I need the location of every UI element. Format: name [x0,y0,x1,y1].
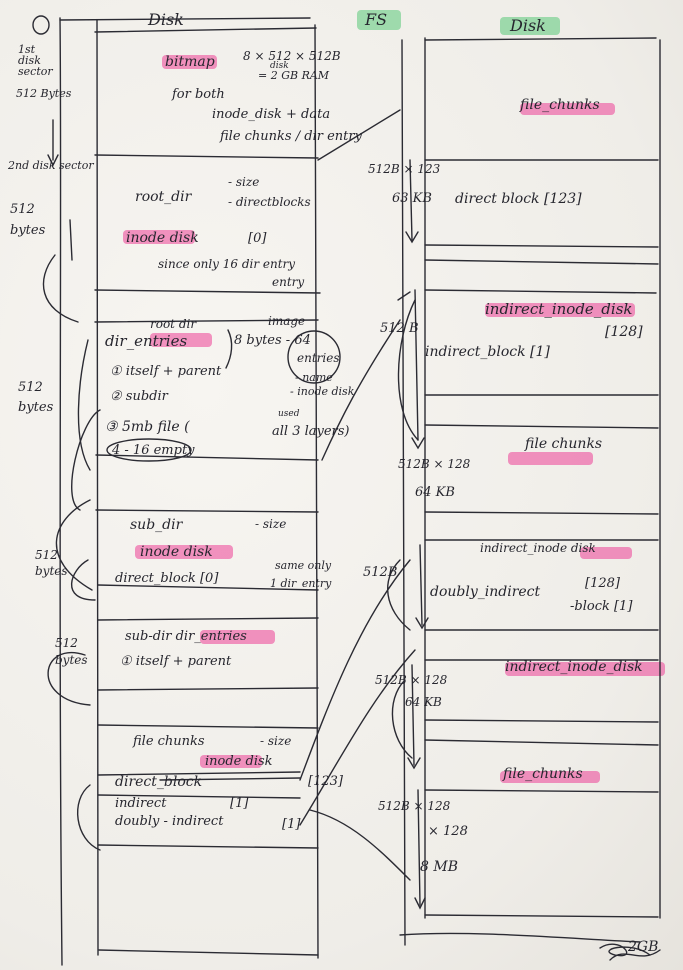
indirect-label: indirect [115,796,167,811]
file-chunks-label: file chunks [133,734,205,749]
disk-right-highlight [500,17,560,35]
direct-block-label: direct_block [115,774,203,790]
direct-block0: direct_block [0] [115,571,219,586]
r-calc2b: 64 KB [415,485,455,500]
header-disk-left: Disk [148,10,184,29]
size2-label: - size [255,517,287,531]
entry3-all: all 3 layers) [272,424,350,439]
r-indirect-block: indirect_block [1] [425,344,550,360]
bitmap-items2: file chunks / dir entry [220,129,362,144]
size3-label: - size [260,734,292,748]
bitmap-calc: 8 × 512 × 512B [243,49,341,63]
entry3: ③ 5mb file ( [105,419,190,435]
inode-disk3-highlight [200,755,262,768]
r-bytes512b: 512B [363,565,398,580]
sector1-label: 1st disk sector [18,43,53,78]
entry4: 4 - 16 empty [112,443,195,458]
r-file-chunks2: file chunks [525,436,603,452]
r-indirect-inode: indirect_inode_disk [485,300,633,318]
sector2-label: 2nd disk sector [8,159,94,172]
size1-label: - size [228,175,260,189]
subdir-entries: sub-dir dir_entries [125,629,247,644]
r-calc1b: 63 KB [392,191,432,206]
r-doubly: doubly_indirect [430,584,541,600]
entries-label: entries [297,351,340,365]
entry2-inode: - inode disk [290,385,355,398]
r-indirect-inode3: indirect_inode_disk [505,659,643,675]
file-chunks3-highlight [500,771,600,783]
header-fs: FS [365,10,388,29]
one-entry: 1 dir_entry [270,577,332,590]
entry1-name: - name [295,371,333,384]
r-indirect-inode2: indirect_inode disk [480,541,596,555]
entry-label: entry [272,275,305,289]
bytes512-b: 512 bytes [10,202,46,238]
indirect-inode2-highlight [580,547,632,559]
bitmap-highlight [162,55,217,69]
same-only: same only [275,559,332,572]
r-calc3b: 64 KB [405,695,442,709]
idx1b: [1] [282,817,301,832]
directblocks-label: - directblocks [228,195,311,209]
subdir-entry1: ① itself + parent [120,654,232,669]
rootdir-small: root dir [150,317,197,331]
subdir-entries-highlight [200,630,275,644]
bytes512-d: 512 bytes [35,548,68,578]
r-direct-block: direct block [123] [455,191,582,207]
idx123: [123] [308,774,343,789]
entries-calc: 8 bytes - 64 [234,333,311,348]
r-calc1: 512B × 123 [368,162,441,176]
bytes512-c: 512 bytes [18,380,54,415]
r-file-chunks3: file_chunks [503,766,583,782]
zero-idx: [0] [248,231,267,246]
r-calc4b: × 128 [428,824,468,839]
dir-entries-highlight [150,333,212,347]
r-block1: -block [1] [570,599,633,614]
doubly-label: doubly - indirect [115,814,224,829]
inode-disk3: inode disk [205,754,273,769]
r-bytes512: 512 B [380,321,419,336]
bytes512-e: 512 bytes [55,636,88,667]
file-chunks1-highlight [520,103,615,115]
r-idx128b: [128] [585,576,620,591]
bytes512-a: 512 Bytes [16,87,72,100]
inode-disk2-highlight [135,545,233,559]
indirect-inode-highlight [485,303,635,317]
r-calc4: 512B × 128 [378,799,451,813]
bitmap-label: bitmap [165,54,215,70]
entry1: ① itself + parent [110,364,222,379]
idx1a: [1] [230,796,249,811]
indirect-inode3-highlight [505,662,665,676]
bitmap-for: for both [172,87,225,102]
r-idx128: [128] [605,324,643,340]
since-only: since only 16 dir entry [158,257,296,271]
entry2: ② subdir [110,389,168,404]
r-calc3: 512B × 128 [375,673,448,687]
bitmap-disk: disk [270,61,289,71]
file-chunks2-highlight [508,452,593,465]
header-disk-right: Disk [510,16,546,35]
r-calc4c: 8 MB [420,859,458,875]
root-dir-label: root_dir [135,189,192,205]
r-gb: 2GB [628,939,659,955]
inode-disk1-highlight [123,230,195,244]
r-file-chunks1: file_chunks [520,97,600,113]
fs-highlight [357,10,401,30]
inode-disk2: inode disk [140,544,213,560]
entry3-used: used [278,409,300,419]
bitmap-items: inode_disk + data [212,107,331,122]
subdir-label: sub_dir [130,517,183,533]
image-label: image [268,314,306,328]
r-calc2: 512B × 128 [398,457,471,471]
inode-disk1: inode disk [126,230,199,246]
dir-entries-label: dir_entries [105,332,188,350]
bitmap-size: = 2 GB RAM [258,69,330,82]
